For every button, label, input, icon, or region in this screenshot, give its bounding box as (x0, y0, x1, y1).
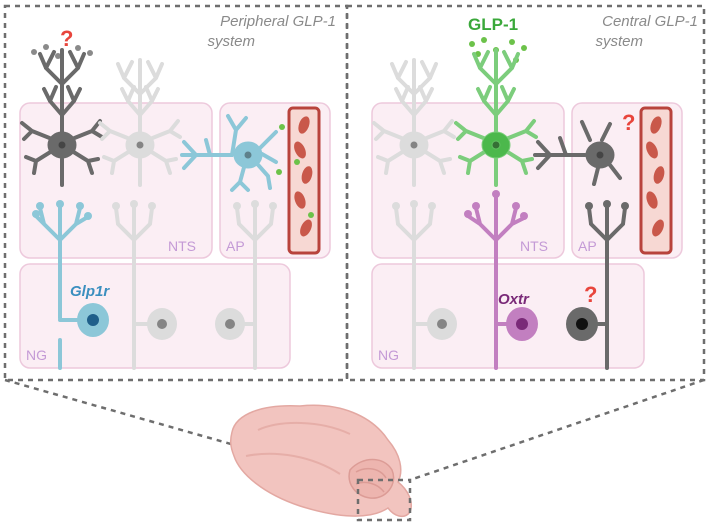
left-panel-frame (3, 4, 349, 382)
mouse-brain-icon (229, 404, 412, 518)
oxtr-afferent-neuron-icon (464, 190, 538, 370)
ap-neuron-icon (180, 114, 278, 192)
ng-label-left: NG (26, 347, 47, 363)
ap-label-right: AP (578, 238, 597, 254)
panel-frames (3, 4, 706, 482)
right-panel: GLP-1 ? (371, 13, 698, 370)
vagal-afferent-neuron-icon-light (112, 200, 277, 370)
nts-label-left: NTS (168, 238, 196, 254)
nts-label-right: NTS (520, 238, 548, 254)
gene-label-right: Oxtr (498, 291, 530, 308)
ap-label-left: AP (226, 238, 245, 254)
neuron-icon-light (372, 58, 456, 187)
left-panel: ? (19, 13, 336, 370)
vagal-afferent-neuron-icon (32, 200, 109, 370)
blood-vessel-icon (287, 106, 321, 255)
brainstem-zoom-box (356, 478, 412, 522)
ap-neuron-icon (533, 120, 622, 186)
glp1-dots-vessel (276, 124, 314, 218)
right-panel-title-line1: Central GLP-1 (602, 13, 698, 30)
question-mark-ng: ? (584, 282, 597, 307)
right-panel-title-line2: system (595, 33, 643, 50)
gene-label-left: Glp1r (70, 283, 110, 300)
glp1-label: GLP-1 (468, 15, 518, 34)
question-mark-ap: ? (622, 110, 635, 135)
nts-region-right (371, 102, 565, 259)
secretion-dots-left (31, 44, 93, 59)
glp1-neuron-icon (454, 48, 538, 187)
nts-region-left (19, 102, 213, 259)
neuron-icon (20, 48, 104, 187)
left-panel-title-line1: Peripheral GLP-1 (220, 13, 336, 30)
left-panel-title-line2: system (207, 33, 255, 50)
neuron-icon-light (98, 58, 182, 187)
ng-label-right: NG (378, 347, 399, 363)
zoom-line-right (409, 378, 705, 482)
blood-vessel-icon (639, 106, 673, 255)
zoom-line-left (4, 378, 359, 482)
vagal-afferent-neuron-icon-dark (566, 200, 629, 370)
right-panel-frame (345, 4, 706, 382)
vagal-afferent-neuron-icon-light (392, 200, 457, 370)
question-mark-left: ? (60, 26, 73, 51)
